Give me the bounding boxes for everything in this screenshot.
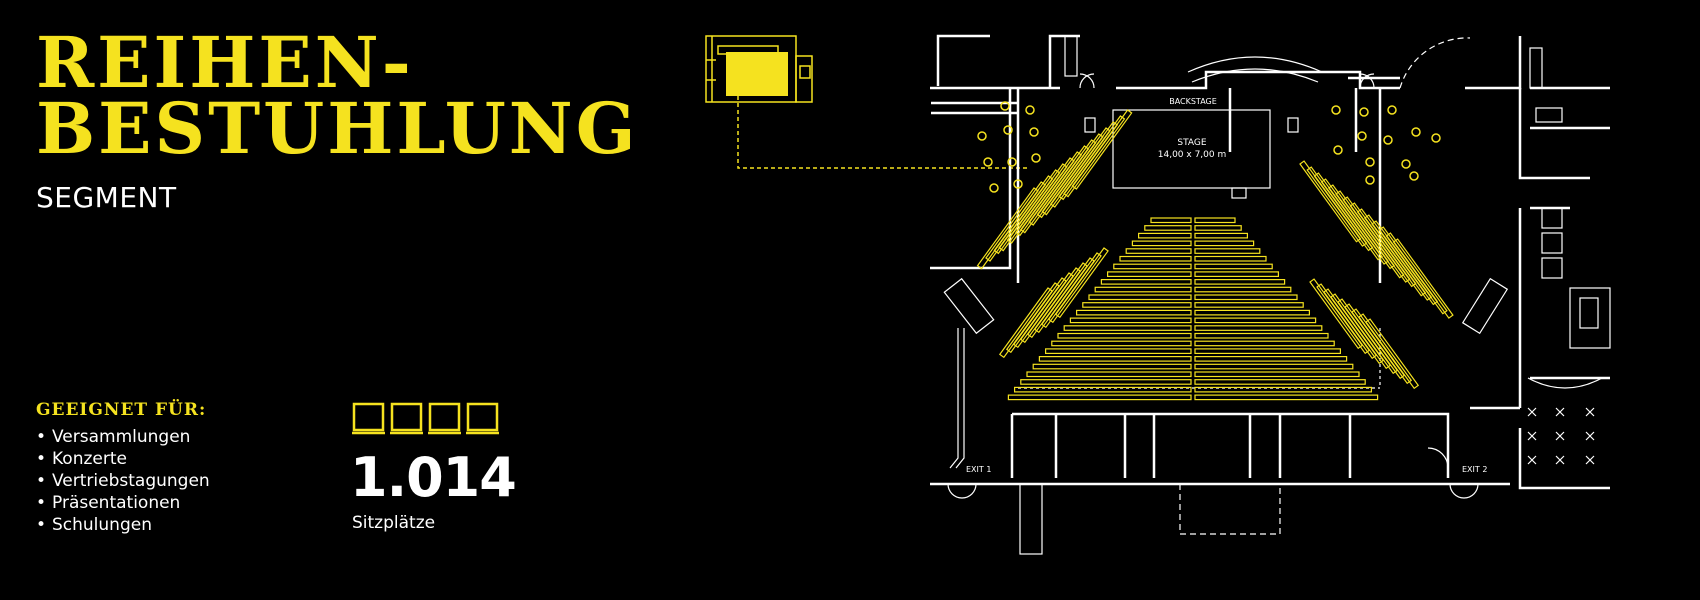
standing-table [1357,131,1367,141]
seat-row [1194,332,1329,339]
floor-plan: STAGE 14,00 x 7,00 m BACKSTAGE EXIT 1 EX… [930,34,1611,555]
highlighted-hall [726,52,788,96]
seat-row [1194,286,1292,293]
standing-table [1025,105,1035,115]
title-line-1: REIHEN- [36,21,414,104]
list-item: Vertriebstagungen [36,470,210,492]
seat-row [1131,240,1192,247]
seat-row [1044,348,1192,354]
seat-row [1194,356,1348,362]
seat-row [1194,225,1242,231]
seat-row [1057,332,1192,339]
standing-table [1013,179,1023,189]
seat-row [1069,317,1192,324]
standing-table [983,157,993,167]
seat-row [1138,232,1192,239]
seat-row [1194,340,1335,347]
seat-row [1125,248,1192,254]
standing-table [977,131,987,141]
seat-rows [976,109,1454,401]
seat-row [1113,263,1192,270]
seat-row [1365,318,1420,390]
seat-row [1194,371,1360,378]
page-subtitle: SEGMENT [36,181,177,214]
seat-row [1392,238,1454,319]
standing-table [1387,105,1397,115]
seat-row [1150,217,1192,224]
seat-row [1144,225,1192,231]
seat-row [1094,286,1192,293]
seat-row [1194,271,1280,277]
standing-table [1031,153,1041,163]
seat-row [1088,294,1192,301]
standing-table [1365,175,1375,185]
stage-label: STAGE [1177,138,1206,148]
seat-row [1020,379,1192,385]
list-item: Schulungen [36,514,210,536]
standing-table [1383,135,1393,145]
standing-table [1003,125,1013,135]
seat-row [1194,363,1354,370]
seat-row [1194,394,1379,401]
exit-2-label: EXIT 2 [1462,465,1487,474]
seat-row [1076,309,1192,316]
seat-row [1054,247,1109,319]
seat-row [1107,271,1192,277]
seat-row [1194,240,1255,247]
suitable-list: Versammlungen Konzerte Vertriebstagungen… [36,426,210,536]
standing-table [1331,105,1341,115]
backstage-label: BACKSTAGE [1169,97,1217,106]
standing-table [1431,133,1441,143]
list-item: Konzerte [36,448,210,470]
seat-count: 1.014 [350,446,517,509]
standing-table [1409,171,1419,181]
seat-row [1194,325,1323,331]
seat-row [1082,302,1192,308]
seat-row [1071,109,1133,190]
seat-row [1194,255,1267,262]
standing-table [1333,145,1343,155]
standing-table [1029,127,1039,137]
list-item: Versammlungen [36,426,210,448]
list-item: Präsentationen [36,492,210,514]
seat-row [1013,386,1192,393]
exit-1-label: EXIT 1 [966,465,991,474]
seat-row [1194,386,1372,393]
seat-row [1038,356,1192,362]
standing-table [1007,157,1017,167]
seat-row [1051,340,1192,347]
seat-row [1026,371,1192,378]
page-title: REIHEN- BESTUHLUNG [36,21,639,170]
seat-row [1194,217,1236,224]
standing-table [1000,101,1010,111]
lounge-furniture [1527,407,1595,465]
seat-row [1194,348,1341,354]
seat-row [1194,248,1261,254]
stage-size-label: 14,00 x 7,00 m [1158,150,1226,160]
standing-table [1411,127,1421,137]
seat-row [1194,302,1304,308]
seat-count-label: Sitzplätze [352,513,436,533]
standing-table [1401,159,1411,169]
standing-table [1365,157,1375,167]
seat-row [1194,317,1317,324]
seat-row [1194,232,1249,239]
seat-row [1194,263,1273,270]
seat-row [1063,325,1192,331]
seat-row [1100,279,1192,285]
standing-table [989,183,999,193]
seat-row [1194,379,1366,385]
seat-row [1032,363,1192,370]
suitable-heading: GEEIGNET FÜR: [36,400,207,420]
seat-row [1194,279,1286,285]
chair-row-icon [352,402,499,435]
title-line-2: BESTUHLUNG [36,87,639,170]
standing-table [1359,107,1369,117]
seat-row [1007,394,1192,401]
cocktail-tables [977,101,1441,193]
seat-row [1194,309,1311,316]
seat-row [1119,255,1192,262]
seat-row [1194,294,1298,301]
